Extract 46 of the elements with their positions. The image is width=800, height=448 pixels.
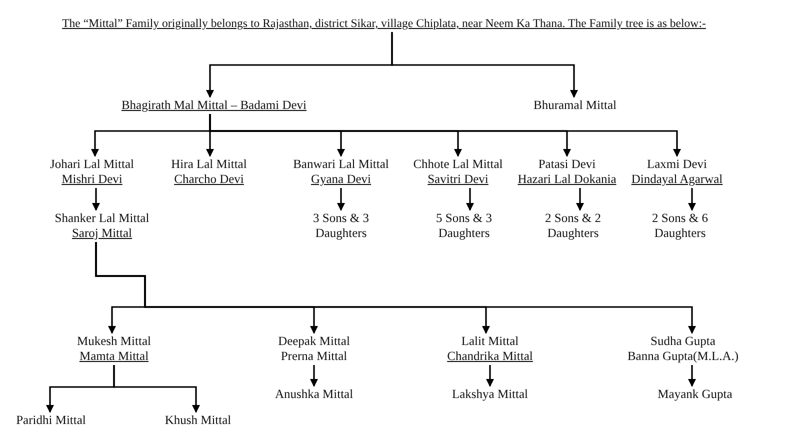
name-text: Paridhi Mittal [16,413,86,428]
children-count-text: 2 Sons & 6 Daughters [651,211,709,241]
name-text: Savitri Devi [428,172,488,187]
name-text: Gyana Devi [310,172,372,187]
connector-arrow [113,365,200,413]
name-text: Mishri Devi [62,172,122,187]
name-text: Chandrika Mittal [447,349,533,364]
name-text: Charcho Devi [174,172,244,187]
connector-arrow [688,365,696,387]
name-text: Bhuramal Mittal [534,98,616,113]
heading-text: The “Mittal” Family originally belongs to Rajasthan, district Sikar, village Chiplata, near Neem Ka Thana. The Family tree is as below:- [62,16,706,31]
name-text: Laxmi Devi [646,157,708,172]
name-text: Patasi Devi [538,157,596,172]
name-text: Hira Lal Mittal [171,157,247,172]
connector-arrow [486,365,494,387]
connector-arrow [466,188,474,211]
connector-arrow [576,188,584,211]
name-text: Mamta Mittal [79,349,149,364]
name-text: Chhote Lal Mittal [413,157,503,172]
name-text: Deepak Mittal [278,334,350,349]
name-text: Mukesh Mittal [77,334,151,349]
name-text: Shanker Lal Mittal [54,211,150,226]
name-text: Johari Lal Mittal [50,157,134,172]
name-text: Sudha Gupta [650,334,716,349]
connector-arrow [688,188,696,211]
name-text: Prerna Mittal [280,349,348,364]
name-text: Bhagirath Mal Mittal – Badami Devi [121,98,307,113]
connector-arrow [95,242,696,334]
connector-arrow [209,114,681,157]
children-count-text: 3 Sons & 3 Daughters [312,211,370,241]
connector-arrow [92,188,100,211]
connector-arrow [337,188,345,211]
name-text: Saroj Mittal [72,226,132,241]
children-count-text: 2 Sons & 2 Daughters [544,211,602,241]
name-text: Banna Gupta(M.L.A.) [627,349,739,364]
connector-arrow [310,365,318,387]
name-text: Lalit Mittal [461,334,519,349]
name-text: Khush Mittal [164,413,232,428]
name-text: Mayank Gupta [658,387,732,402]
connector-arrow [391,32,578,98]
name-text: Lakshya Mittal [452,387,528,402]
name-text: Hazari Lal Dokania [518,172,616,187]
name-text: Anushka Mittal [274,387,354,402]
children-count-text: 5 Sons & 3 Daughters [435,211,493,241]
name-text: Dindayal Agarwal [631,172,723,187]
name-text: Banwari Lal Mittal [293,157,389,172]
